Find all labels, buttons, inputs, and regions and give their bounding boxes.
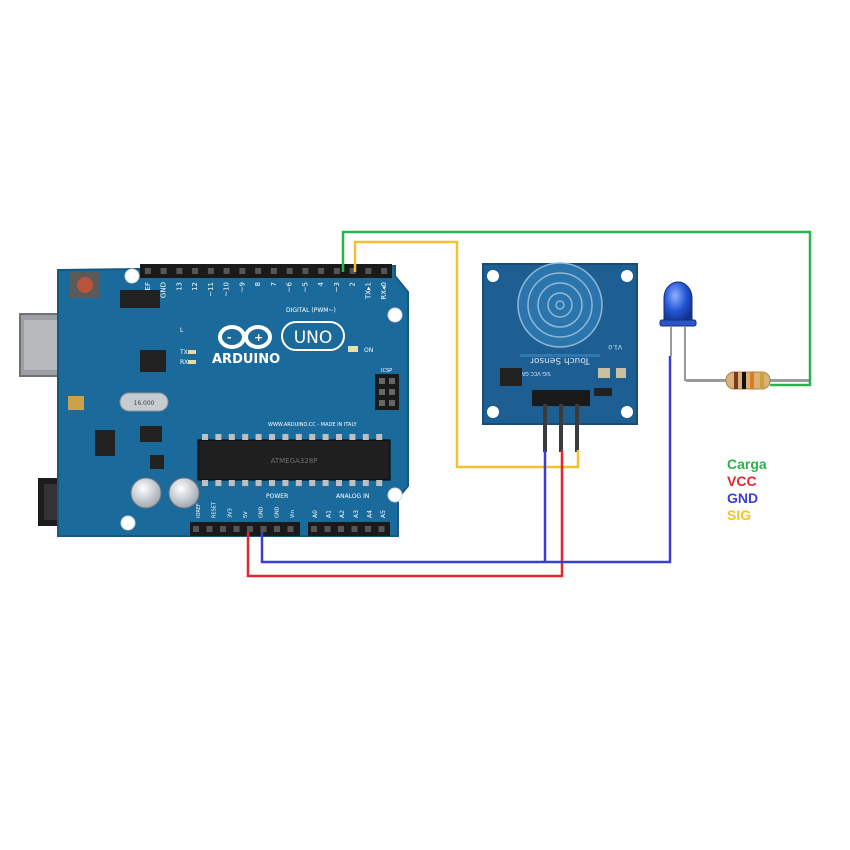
sensor-header	[532, 390, 590, 406]
arduino-wordmark: ARDUINO	[212, 352, 280, 367]
digital-pin	[255, 268, 262, 274]
digital-pin-label: 8	[254, 282, 262, 286]
touch-pad	[517, 262, 603, 348]
capacitor-1	[130, 477, 162, 509]
legend-sig: SIG	[727, 507, 752, 523]
site-label: WWW.ARDUINO.CC - MADE IN ITALY	[268, 422, 358, 428]
digital-pin	[302, 268, 309, 274]
digital-pin-label: ~10	[223, 282, 231, 297]
digital-pin	[333, 268, 340, 274]
digital-pin	[144, 268, 151, 274]
atmega-chip	[197, 439, 391, 481]
svg-text:ATMEGA328P: ATMEGA328P	[271, 457, 318, 465]
digital-pin-label: 4	[317, 281, 325, 286]
digital-pin-label: ~5	[301, 282, 309, 292]
wire-vcc	[246, 450, 564, 578]
analog-pin-label: A5	[380, 510, 387, 518]
crystal	[119, 392, 169, 412]
power-pin-label: 5V	[243, 511, 249, 518]
digital-pin	[223, 268, 230, 274]
digital-pin-label: ~9	[238, 282, 246, 292]
digital-pin-label: 7	[270, 282, 278, 286]
wire-gnd	[260, 356, 672, 564]
digital-label: DIGITAL (PWM~)	[286, 307, 336, 314]
analog-pin-label: A4	[367, 510, 374, 518]
digital-pin	[318, 268, 325, 274]
wire-sig	[353, 240, 580, 469]
status-led-label: TX	[179, 349, 188, 356]
digital-pin	[270, 268, 277, 274]
analog-label: ANALOG IN	[336, 493, 369, 500]
blue-led	[659, 281, 697, 381]
analog-pin-label: A0	[312, 510, 319, 518]
status-led-label: L	[180, 327, 184, 334]
digital-pin	[381, 268, 388, 274]
digital-pin	[239, 268, 246, 274]
legend-gnd: GND	[727, 490, 759, 506]
digital-pin	[160, 268, 167, 274]
digital-pin	[207, 268, 214, 274]
sensor-version: V1.0	[608, 343, 622, 350]
wire-legend: Carga VCC GND SIG	[727, 456, 767, 524]
sensor-pins-label: SIG VCC GND	[517, 370, 551, 376]
power-pin-label: 3V3	[227, 508, 233, 518]
power-label: POWER	[266, 493, 288, 500]
digital-pin-label: TX▸1	[364, 282, 372, 300]
digital-pin-label: RX◂0	[380, 282, 388, 300]
analog-pin-label: A3	[353, 510, 360, 518]
svg-text:16.000: 16.000	[134, 400, 155, 407]
power-pin-label: IOREF	[196, 503, 202, 518]
analog-pin-label: A2	[339, 510, 346, 518]
capacitor-2	[168, 477, 200, 509]
on-label: ON	[364, 347, 373, 354]
svg-text:+: +	[254, 331, 263, 344]
digital-pin	[365, 268, 372, 274]
icsp-header	[375, 374, 399, 410]
touch-sensor-module: Touch Sensor SIG VCC GND V1.0	[482, 262, 638, 452]
digital-pin	[176, 268, 183, 274]
legend-vcc: VCC	[727, 473, 757, 489]
sensor-label: Touch Sensor	[530, 355, 591, 365]
digital-header	[140, 264, 392, 278]
digital-pin-label: 2	[349, 282, 357, 286]
power-pin-label: Vin	[290, 510, 296, 518]
arduino-logo: - +	[218, 321, 345, 351]
resistor	[686, 371, 810, 390]
status-led-label: RX	[180, 359, 188, 366]
digital-pin	[192, 268, 199, 274]
digital-pin-label: ~3	[333, 282, 341, 292]
power-header	[190, 522, 300, 536]
svg-text:-: -	[227, 331, 232, 344]
power-pin-label: GND	[259, 506, 265, 518]
uno-label: UNO	[294, 328, 333, 348]
legend-carga: Carga	[727, 456, 767, 472]
digital-pin-label: ~11	[207, 282, 215, 297]
svg-text:ICSP: ICSP	[381, 368, 392, 374]
digital-pin-label: ~6	[286, 281, 294, 292]
analog-header	[308, 522, 390, 536]
wire-carga	[341, 230, 812, 387]
digital-pin-label: GND	[160, 282, 168, 298]
digital-pin-label: 12	[191, 282, 199, 291]
digital-pin-label: 13	[175, 282, 183, 291]
digital-pin	[349, 268, 356, 274]
digital-pin	[286, 268, 293, 274]
power-pin-label: GND	[274, 506, 280, 518]
analog-pin-label: A1	[326, 510, 333, 518]
power-pin-label: RESET	[212, 501, 218, 518]
